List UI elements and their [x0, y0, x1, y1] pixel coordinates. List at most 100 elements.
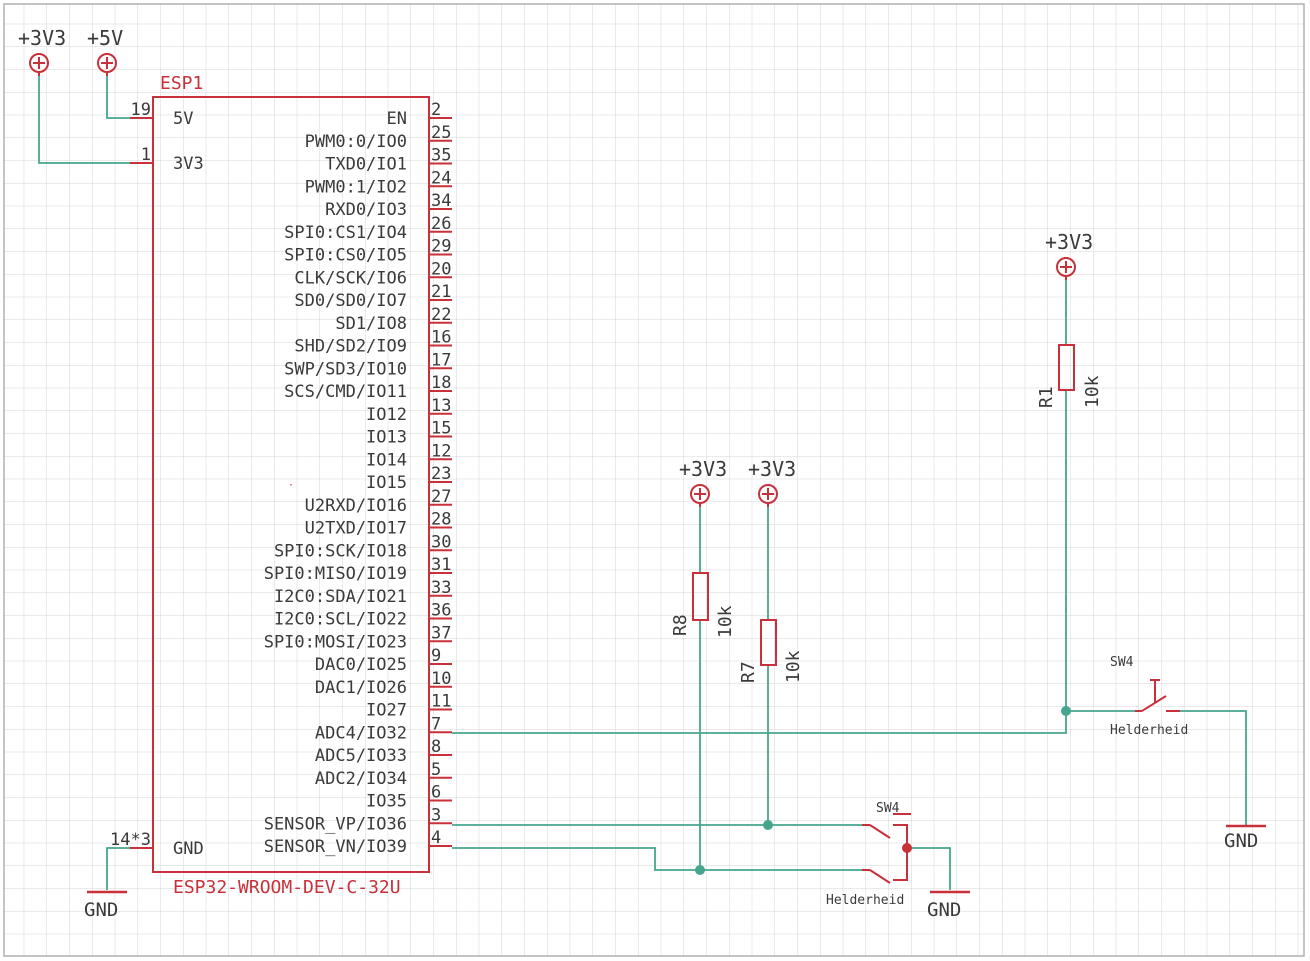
- switch-lever-icon: [1141, 695, 1167, 712]
- power-label: +3V3: [748, 457, 796, 481]
- pin-name: U2RXD/IO16: [305, 496, 407, 516]
- pin-number: 5: [431, 760, 441, 780]
- esp-body[interactable]: [152, 96, 430, 873]
- pin-number: 4: [431, 828, 441, 848]
- pin-name: I2C0:SDA/IO21: [274, 587, 407, 607]
- pin-number: 27: [431, 487, 451, 507]
- pin-name: SD0/SD0/IO7: [294, 291, 407, 311]
- pin-number: 23: [431, 464, 451, 484]
- wire-esp-gnd[interactable]: [106, 847, 130, 890]
- gnd-sw-right[interactable]: GND: [1224, 824, 1266, 852]
- wire-sw-right-gnd[interactable]: [1180, 710, 1247, 825]
- power-label: +3V3: [1045, 230, 1093, 254]
- pin-number: 22: [431, 305, 451, 325]
- pin-name: RXD0/IO3: [325, 200, 407, 220]
- wire-io39-net[interactable]: [452, 847, 862, 871]
- power-label: +3V3: [679, 457, 727, 481]
- wire-3v3-to-esp[interactable]: [38, 76, 130, 164]
- resistor-ref: R1: [1036, 386, 1057, 408]
- wires: [38, 76, 1247, 890]
- esp-pin[interactable]: SENSOR_VN/IO39 4: [264, 828, 452, 857]
- power-3v3-r1[interactable]: +3V3: [1045, 230, 1093, 280]
- pin-name: SCS/CMD/IO11: [284, 382, 407, 402]
- pin-name: DAC0/IO25: [315, 655, 407, 675]
- stray-mark: ·: [288, 480, 294, 491]
- resistor-body-icon: [1058, 344, 1075, 391]
- wire-sw-bottom-gnd[interactable]: [907, 847, 951, 890]
- pin-name: SPI0:CS0/IO5: [284, 246, 407, 266]
- pin-number: 35: [431, 146, 451, 166]
- wire-io32-net[interactable]: [452, 390, 1067, 734]
- gnd-label: GND: [1224, 830, 1258, 852]
- switch-value: Helderheid: [1110, 723, 1188, 738]
- power-3v3-r8[interactable]: +3V3: [679, 457, 727, 507]
- esp-value-label: ESP32-WROOM-DEV-C-32U: [173, 877, 401, 898]
- pin-number: 37: [431, 623, 451, 643]
- resistor-ref: R7: [738, 661, 759, 683]
- pin-number: 19: [131, 100, 151, 120]
- switch-sw4-bottom[interactable]: SW4 Helderheid: [826, 801, 912, 908]
- esp-ref-label: ESP1: [160, 73, 203, 94]
- resistor-r1[interactable]: R1 10k: [1036, 344, 1103, 408]
- switch-sw4-right[interactable]: SW4 Helderheid: [1110, 655, 1188, 738]
- wire-5v-to-esp[interactable]: [106, 76, 130, 119]
- pin-name: SWP/SD3/IO10: [284, 359, 407, 379]
- pin-name: IO14: [366, 450, 407, 470]
- resistor-r8[interactable]: R8 10k: [670, 572, 736, 638]
- pin-number: 11: [431, 692, 451, 712]
- power-3v3-r7[interactable]: +3V3: [748, 457, 796, 507]
- pin-name: SENSOR_VN/IO39: [264, 837, 407, 857]
- pin-name: SPI0:MOSI/IO23: [264, 632, 407, 652]
- power-3v3-a[interactable]: +3V3: [18, 26, 66, 76]
- gnd-sw-bottom[interactable]: GND: [927, 890, 970, 921]
- esp-pin[interactable]: SPI0:MOSI/IO23 37: [264, 623, 452, 652]
- pin-name: DAC1/IO26: [315, 678, 407, 698]
- gnd-esp[interactable]: GND: [84, 890, 127, 921]
- esp-pin[interactable]: U2RXD/IO16 27: [305, 487, 452, 516]
- power-5v[interactable]: +5V: [87, 26, 123, 76]
- pin-name: EN: [387, 109, 407, 129]
- junction-dot: [695, 865, 705, 875]
- pin-number: 6: [431, 783, 441, 803]
- pin-number: 36: [431, 601, 451, 621]
- switch-ref: SW4: [1110, 655, 1134, 670]
- resistor-r7[interactable]: R7 10k: [738, 619, 804, 683]
- pin-name: U2TXD/IO17: [305, 519, 407, 539]
- switch-lever-icon: [869, 824, 891, 839]
- pin-name: ADC4/IO32: [315, 723, 407, 743]
